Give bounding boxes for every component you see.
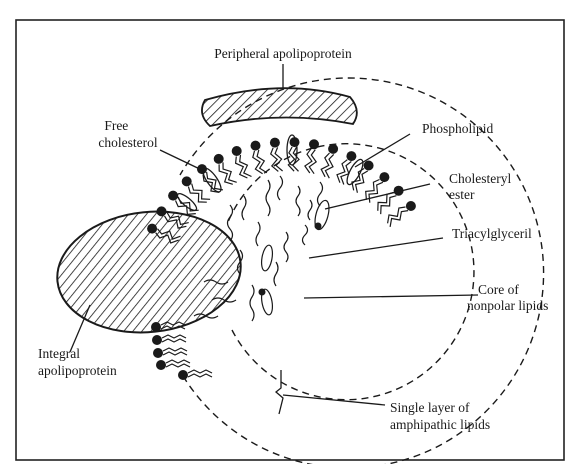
phospholipid-tail bbox=[192, 184, 210, 200]
phospholipid-head bbox=[232, 146, 242, 156]
phospholipid-tail bbox=[178, 197, 198, 211]
phospholipid-head bbox=[214, 154, 224, 164]
phospholipid-tail bbox=[369, 182, 383, 202]
phospholipid-tail bbox=[356, 171, 368, 193]
phospholipid-head bbox=[328, 144, 338, 154]
phospholipid-tail bbox=[236, 157, 248, 179]
phospholipid-head bbox=[182, 176, 192, 186]
phospholipid-head bbox=[251, 141, 261, 151]
peripheral-apolipoprotein-shape bbox=[202, 88, 357, 126]
integral-apolipoprotein-shape bbox=[51, 203, 247, 342]
core-boundary bbox=[228, 144, 474, 400]
phospholipid-head bbox=[178, 370, 188, 380]
phospholipid-head bbox=[147, 224, 157, 234]
phospholipid-head bbox=[156, 360, 166, 370]
phospholipid-head bbox=[153, 348, 163, 358]
phospholipid-tail bbox=[352, 169, 364, 191]
phospholipid-tail bbox=[390, 211, 408, 227]
phospholipid-head bbox=[168, 191, 178, 201]
cholesteryl-ester-heads bbox=[259, 223, 322, 296]
phospholipid-tail bbox=[162, 335, 186, 342]
phospholipid-tail bbox=[166, 360, 190, 367]
phospholipid-head bbox=[346, 151, 356, 161]
phospholipid-tail bbox=[188, 370, 212, 377]
label-core-nonpolar-lipids: Core of nonpolar lipids bbox=[467, 282, 548, 313]
phospholipid-head bbox=[406, 201, 416, 211]
phospholipid-head bbox=[290, 137, 300, 147]
label-cholesteryl-ester: Cholesteryl ester bbox=[449, 171, 515, 202]
phospholipid-head bbox=[270, 138, 280, 148]
label-free-cholesterol: Free cholesterol bbox=[98, 118, 157, 150]
phospholipid-tail bbox=[381, 196, 397, 214]
phospholipid-tail bbox=[321, 153, 329, 177]
phospholipid-tail bbox=[271, 148, 279, 172]
phospholipid-tail bbox=[163, 348, 187, 355]
phospholipid-head bbox=[309, 139, 319, 149]
phospholipid-head bbox=[152, 335, 162, 345]
phospholipid-head bbox=[157, 206, 167, 216]
label-peripheral-apolipoprotein: Peripheral apolipoprotein bbox=[214, 46, 352, 61]
label-triacylglyceril: Triacylglyceril bbox=[452, 226, 532, 241]
phospholipid-tail bbox=[288, 147, 294, 171]
phospholipid-head bbox=[379, 172, 389, 182]
label-single-layer-amphipathic: Single layer of amphipathic lipids bbox=[390, 400, 490, 432]
label-integral-apolipoprotein: Integral apolipoprotein bbox=[38, 346, 117, 378]
phospholipid-head bbox=[364, 161, 374, 171]
phospholipid-tail bbox=[388, 207, 406, 223]
phospholipid-head bbox=[151, 322, 161, 332]
label-phospholipid: Phospholipid bbox=[422, 121, 494, 136]
